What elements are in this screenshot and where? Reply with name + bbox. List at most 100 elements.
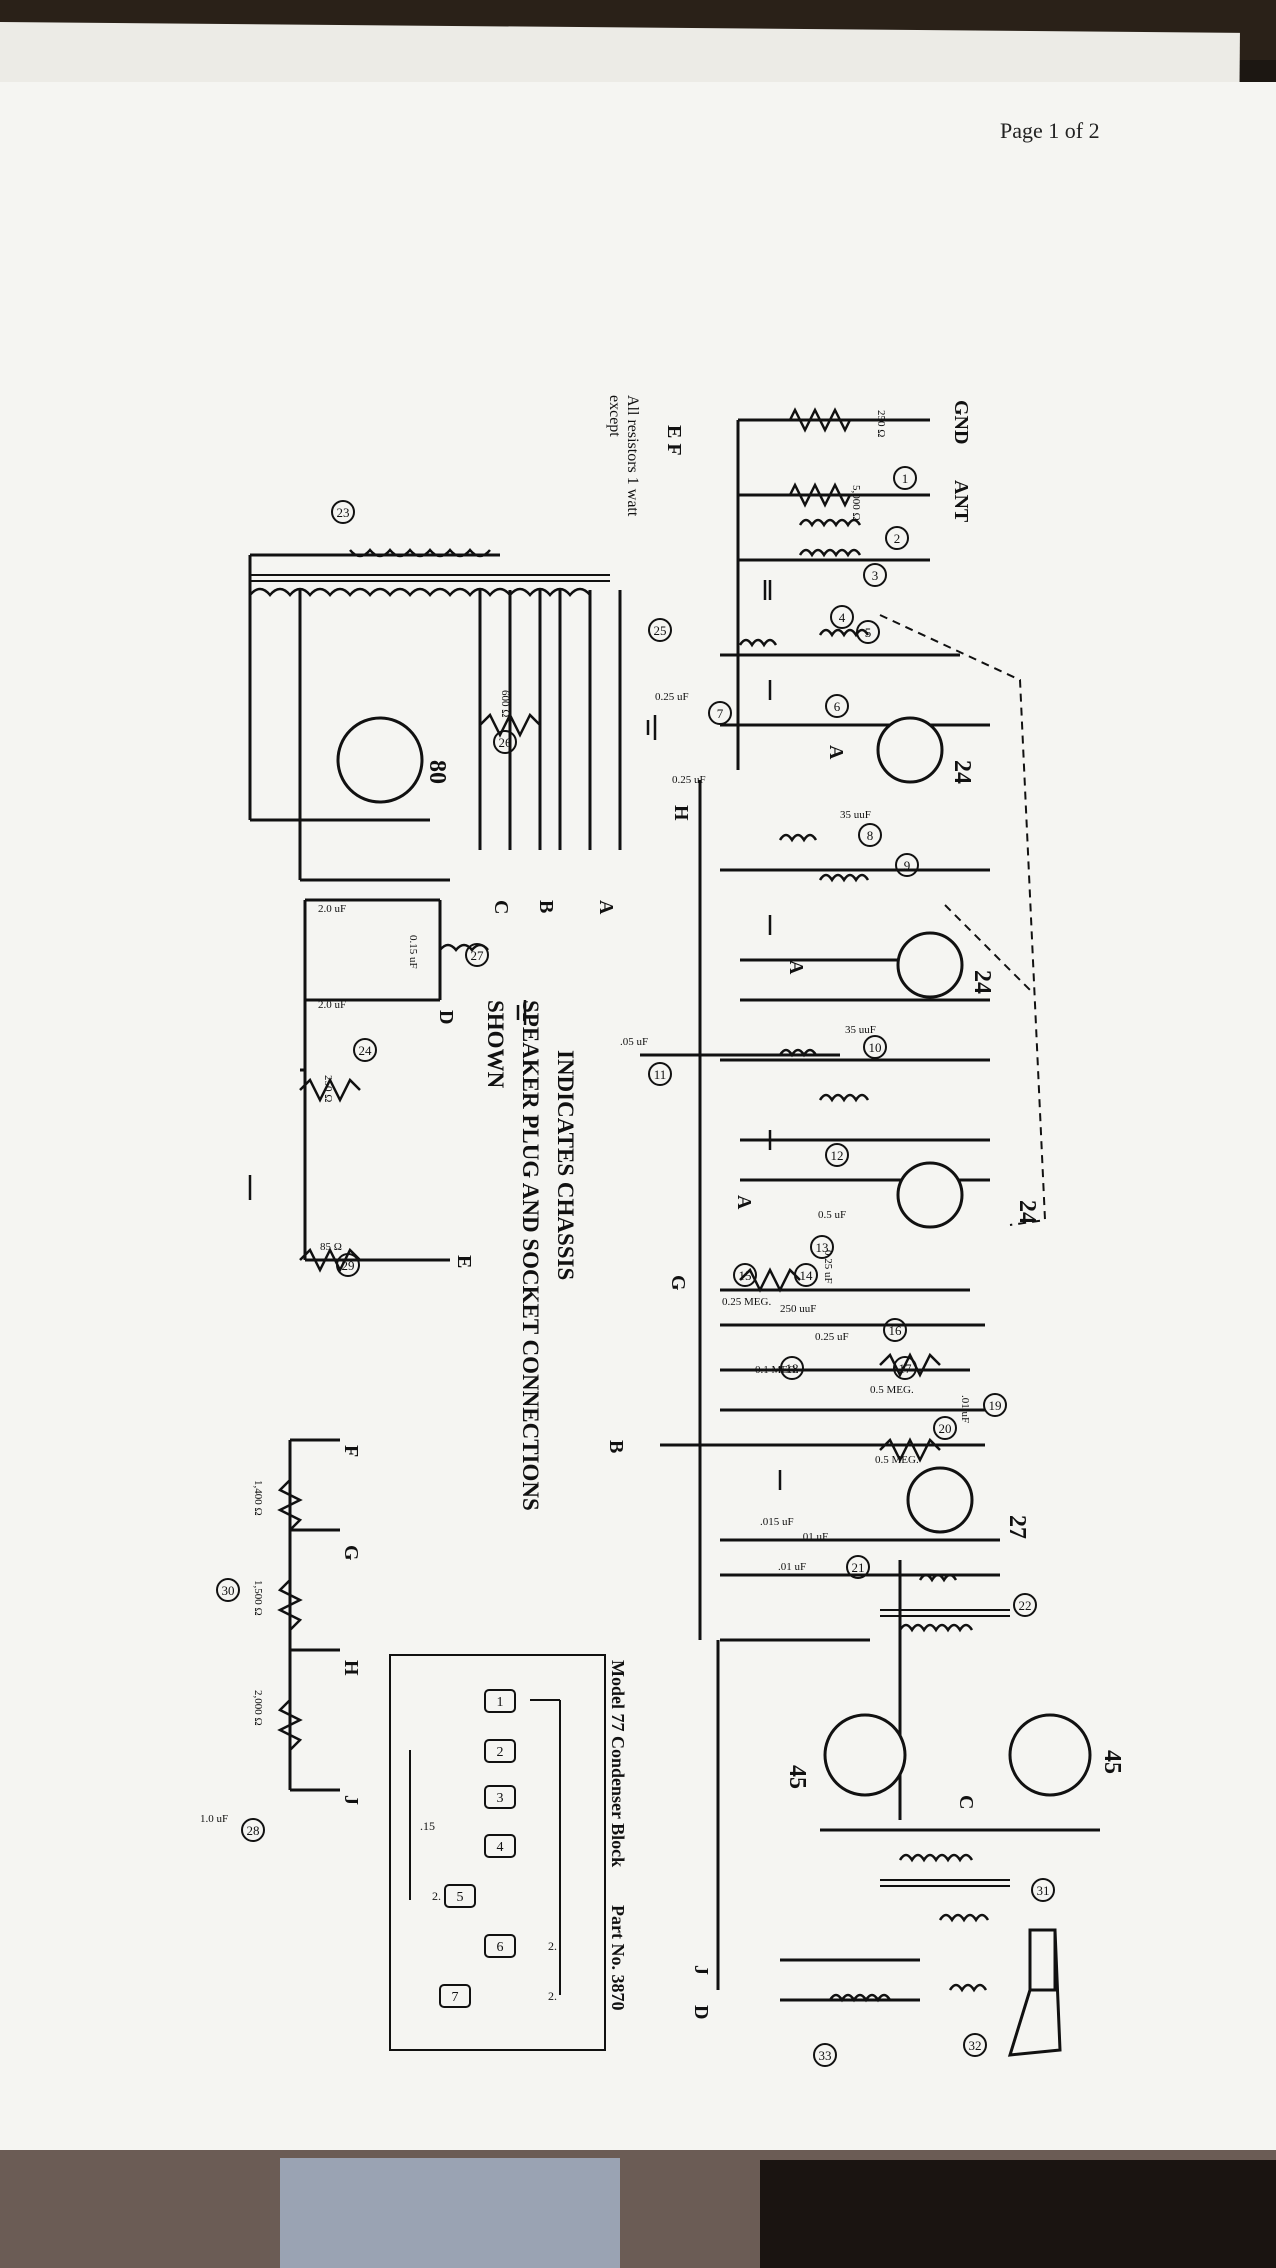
circled-number-12: 12 xyxy=(831,1148,844,1163)
circled-number-24: 24 xyxy=(359,1043,373,1058)
condenser-value-4: 2. xyxy=(548,1989,557,2003)
circled-number-7: 7 xyxy=(717,706,724,721)
value-r-85: 85 Ω xyxy=(320,1241,342,1253)
label-b-2: B xyxy=(535,900,557,913)
circled-number-4: 4 xyxy=(839,610,846,625)
circled-number-28: 28 xyxy=(247,1823,260,1838)
circled-number-6: 6 xyxy=(834,699,841,714)
value-c-01b: .01 uF xyxy=(800,1531,828,1543)
condenser-value-1: .15 xyxy=(420,1819,435,1833)
circled-number-25: 25 xyxy=(654,623,667,638)
condenser-pin-4: 4 xyxy=(497,1840,504,1855)
condenser-block-title: Model 77 Condenser Block xyxy=(608,1660,628,1867)
value-r-05meg: 0.5 MEG. xyxy=(870,1384,914,1396)
value-r-01meg: 0.1 MEG. xyxy=(755,1364,799,1376)
label-c-1: C xyxy=(490,900,512,914)
condenser-pin-1: 1 xyxy=(497,1695,504,1710)
wiring xyxy=(248,418,1100,2002)
label-g-2: G xyxy=(340,1545,362,1561)
notes: All resistors 1 watt except xyxy=(606,395,641,517)
value-r-05megb: 0.5 MEG. xyxy=(875,1454,919,1466)
condenser-pin-2: 2 xyxy=(497,1745,504,1760)
label-c-2: C xyxy=(955,1795,977,1809)
label-h-1: H xyxy=(670,805,692,821)
value-c-025: 0.25 uF xyxy=(655,691,689,703)
circled-number-22: 22 xyxy=(1019,1598,1032,1613)
value-c-025d: 0.25 uF xyxy=(815,1331,849,1343)
condenser-value-2: 2. xyxy=(432,1889,441,1903)
tube-label-3: 24 xyxy=(1014,1200,1040,1224)
value-c-05: .05 uF xyxy=(620,1036,648,1048)
circled-number-32: 32 xyxy=(969,2038,982,2053)
circled-number-30: 30 xyxy=(222,1583,235,1598)
label-b-1: B xyxy=(605,1440,627,1453)
condenser-block: Model 77 Condenser Block Part No. 3870 1… xyxy=(420,1660,628,2010)
label-ef: E F xyxy=(663,425,685,456)
circled-number-31: 31 xyxy=(1037,1883,1050,1898)
circled-number-2: 2 xyxy=(894,531,901,546)
value-r-5000: 5,000 Ω xyxy=(850,485,862,521)
label-gnd: GND xyxy=(950,400,972,444)
vacuum-tubes xyxy=(336,716,1092,1797)
tube-label-5: 45 xyxy=(784,1765,810,1789)
resistors xyxy=(277,407,941,1751)
tube-label-2: 24 xyxy=(969,970,995,994)
circled-number-21: 21 xyxy=(852,1560,865,1575)
value-c-2ufb: 2.0 uF xyxy=(318,999,346,1011)
circled-number-10: 10 xyxy=(869,1040,882,1055)
value-r-250: 250 Ω xyxy=(875,410,887,437)
legend: INDICATES CHASSIS SPEAKER PLUG AND SOCKE… xyxy=(483,1000,578,1511)
condenser-pin-5: 5 xyxy=(457,1890,464,1905)
resistors-note-line2: except xyxy=(606,395,623,437)
circled-number-11: 11 xyxy=(654,1067,667,1082)
tube-labels: 24 24 24 27 45 45 80 xyxy=(424,760,1125,1789)
gang-tuning-link xyxy=(879,614,1047,1226)
tube-label-1: 24 xyxy=(949,760,975,784)
component-value-labels: 250 Ω 5,000 Ω 600 Ω 0.25 uF 0.25 uF 35 u… xyxy=(200,410,971,1825)
value-r-1500: 1,500 Ω xyxy=(252,1580,264,1616)
label-a-3: A xyxy=(733,1195,755,1210)
circled-number-27: 27 xyxy=(471,948,485,963)
value-r-1400: 1,400 Ω xyxy=(252,1480,264,1516)
label-a-2: A xyxy=(785,960,807,975)
value-c-1uf: 1.0 uF xyxy=(200,1813,228,1825)
value-c-015: .015 uF xyxy=(760,1516,794,1528)
circled-number-1: 1 xyxy=(902,471,909,486)
circled-number-13: 13 xyxy=(816,1240,829,1255)
circled-number-18: 18 xyxy=(786,1361,799,1376)
value-c-015b: 0.15 uF xyxy=(407,935,419,969)
label-f: F xyxy=(340,1445,362,1457)
page-header: Page 1 of 2 xyxy=(1000,118,1100,143)
value-c-025c: 0.25 uF xyxy=(822,1250,834,1284)
label-e: E xyxy=(453,1255,475,1268)
circled-number-15: 15 xyxy=(739,1268,752,1283)
legend-line3: SHOWN xyxy=(483,1000,508,1089)
table-edge xyxy=(760,2160,1276,2268)
value-c-250: 250 uuF xyxy=(780,1303,816,1315)
circled-number-29: 29 xyxy=(342,1258,355,1273)
fabric-background xyxy=(280,2158,620,2268)
condenser-value-3: 2. xyxy=(548,1939,557,1953)
value-c-35b: 35 uuF xyxy=(845,1024,876,1036)
condenser-block-box xyxy=(389,1654,606,2051)
value-c-35: 35 uuF xyxy=(840,809,871,821)
condenser-pin-3: 3 xyxy=(497,1791,504,1806)
circled-number-3: 3 xyxy=(872,568,879,583)
circled-number-26: 26 xyxy=(499,735,513,750)
circled-number-23: 23 xyxy=(337,505,350,520)
value-c-025b: 0.25 uF xyxy=(672,774,706,786)
condenser-pin-6: 6 xyxy=(497,1940,504,1955)
circled-number-5: 5 xyxy=(865,625,872,640)
value-c-05b: 0.5 uF xyxy=(818,1209,846,1221)
label-d-1: D xyxy=(435,1010,457,1024)
tube-label-7: 80 xyxy=(424,760,450,784)
schematic-page xyxy=(0,82,1276,2152)
legend-line1: INDICATES CHASSIS xyxy=(553,1050,578,1280)
circled-number-33: 33 xyxy=(819,2048,832,2063)
label-a-4: A xyxy=(595,900,617,915)
ground-symbols xyxy=(248,580,782,1490)
tube-label-6: 45 xyxy=(1099,1750,1125,1774)
value-c-2uf: 2.0 uF xyxy=(318,903,346,915)
tube-label-4: 27 xyxy=(1004,1515,1030,1539)
